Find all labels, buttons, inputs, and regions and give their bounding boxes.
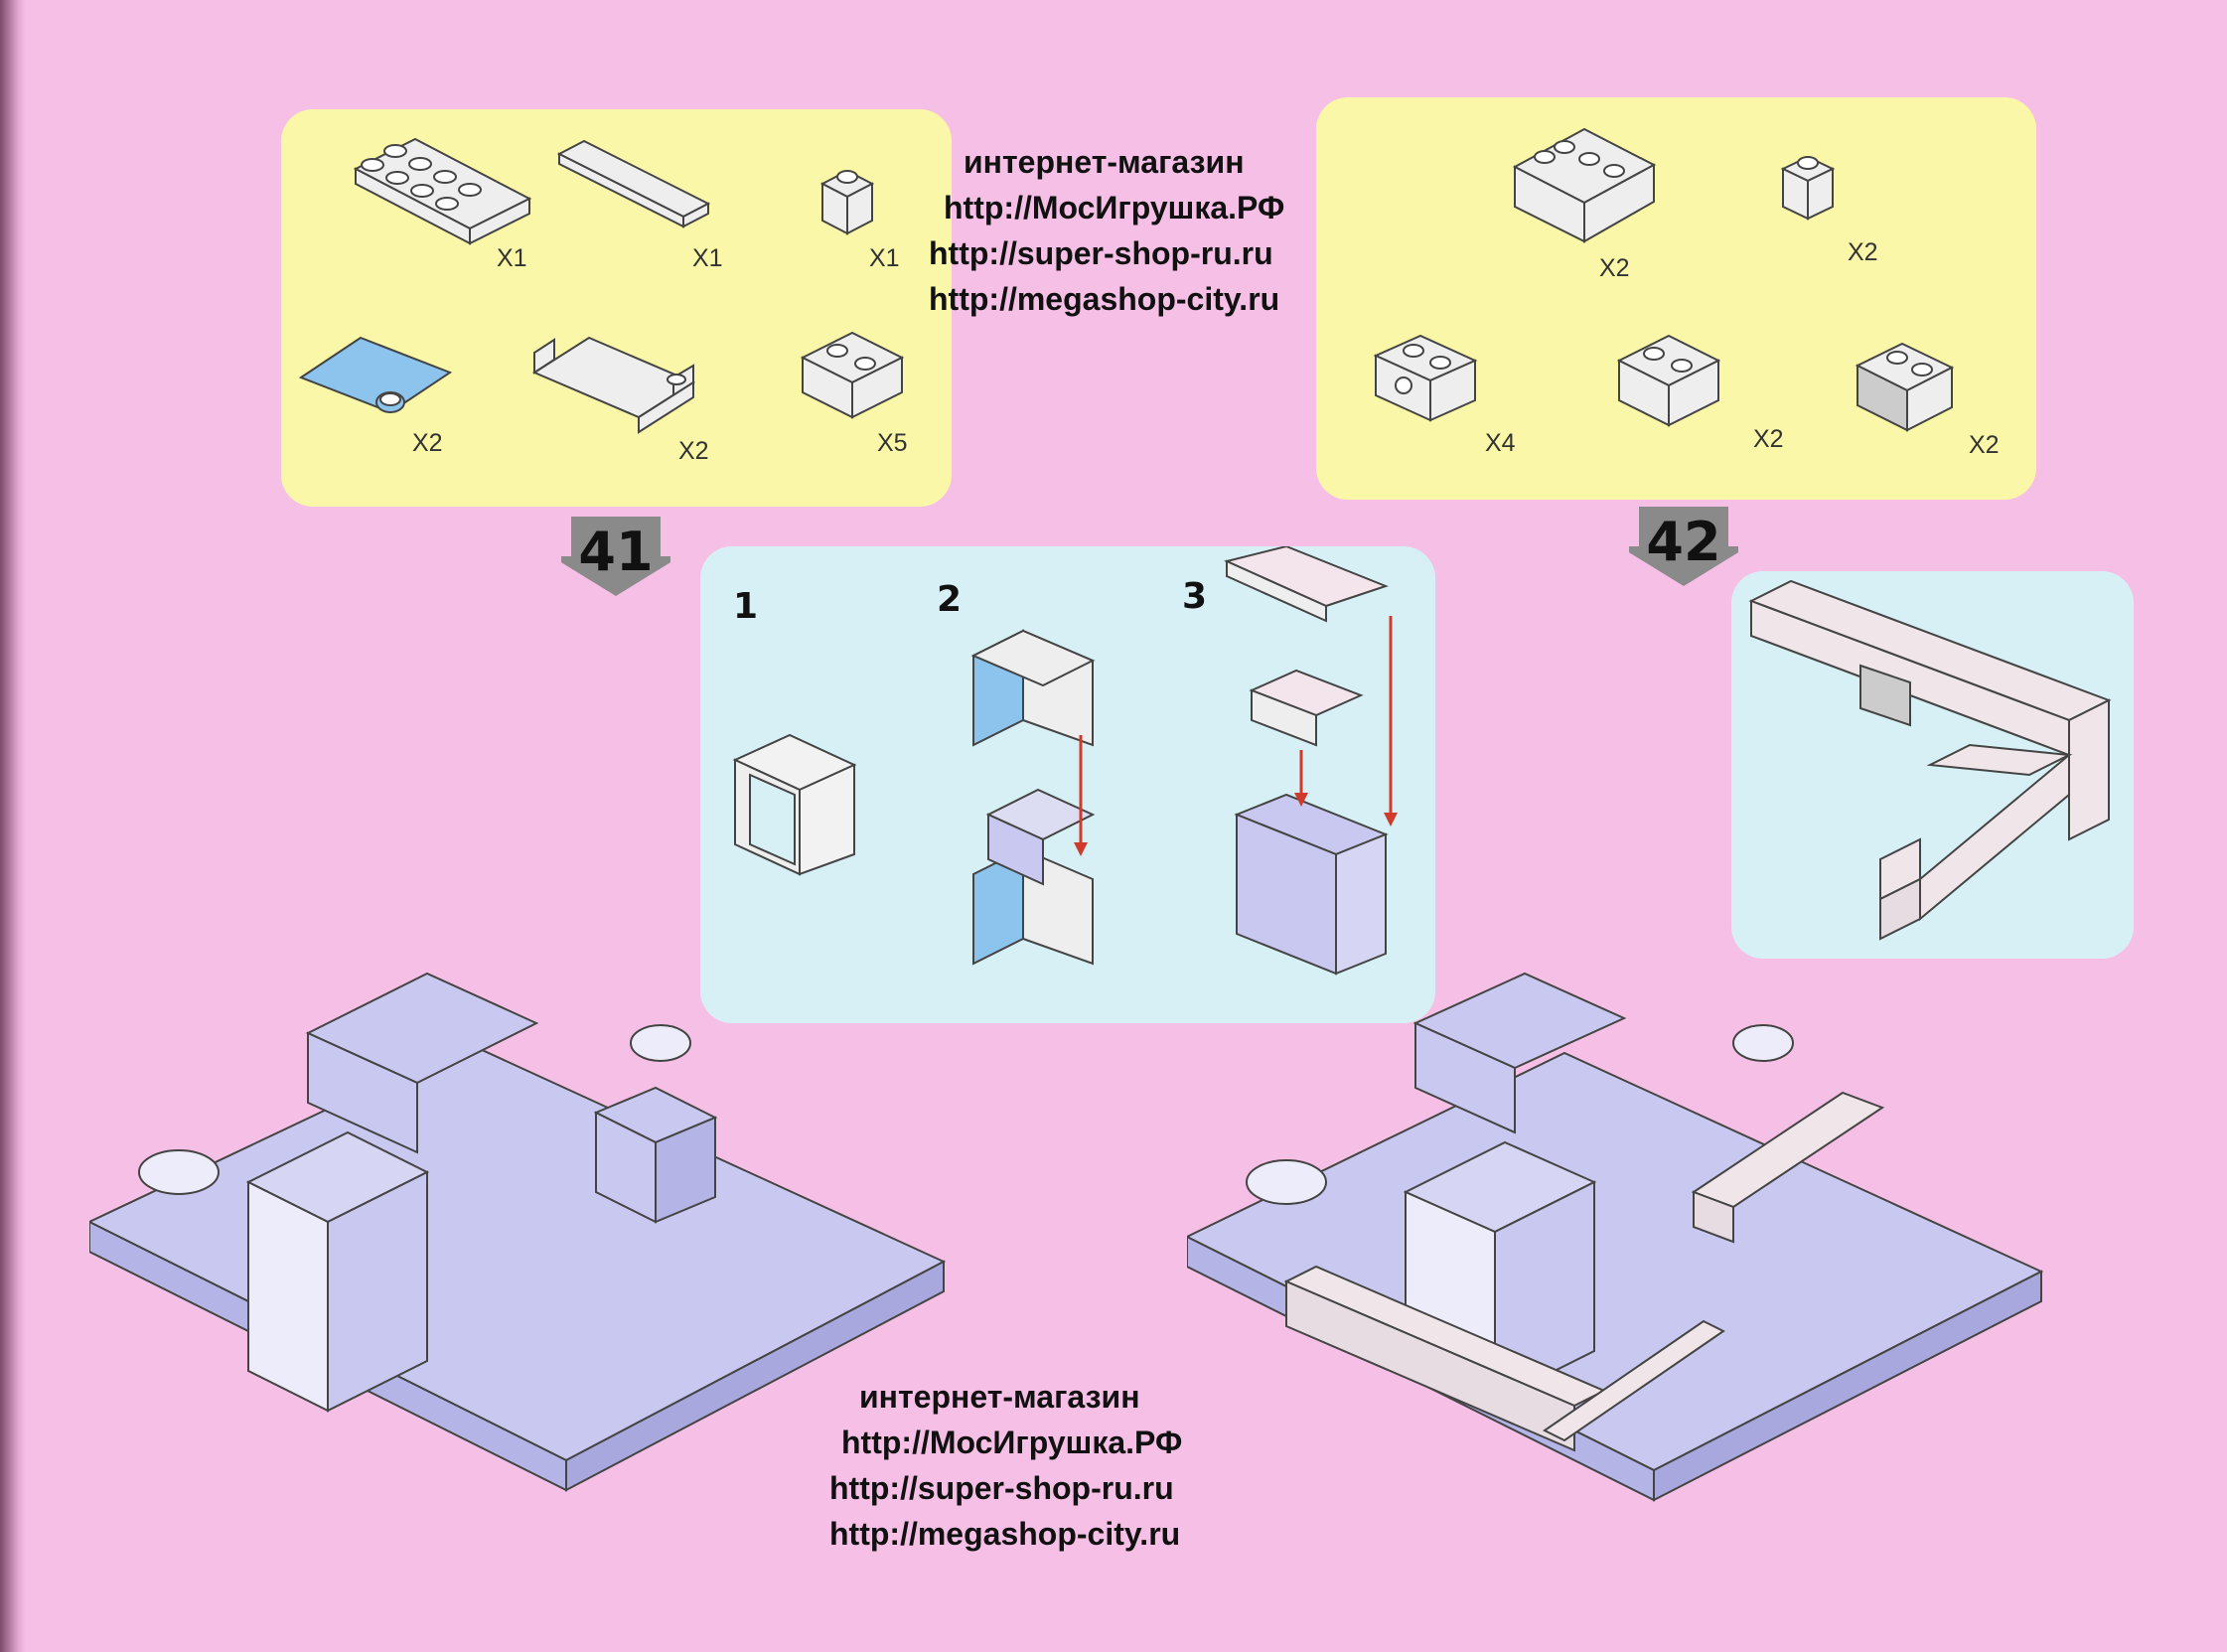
part-qty: X2 — [412, 429, 443, 457]
step42-parts-panel — [1316, 97, 2036, 500]
step41-parts-art — [298, 137, 905, 434]
part-qty: X1 — [497, 244, 527, 272]
watermark-line: интернет-магазин — [964, 144, 1245, 180]
substep-2-label: 2 — [937, 579, 963, 620]
substep-1-label: 1 — [733, 586, 759, 627]
window-frame-icon — [531, 336, 696, 434]
step41-scene — [89, 972, 947, 1492]
door-assembly-icon — [970, 629, 1096, 966]
brick-1x1-icon — [819, 169, 875, 235]
watermark-bottom: интернет-магазин http://МосИгрушка.РФ ht… — [829, 1374, 1182, 1557]
part-qty: X2 — [1848, 238, 1878, 266]
watermark-line: http://megashop-city.ru — [829, 1516, 1181, 1552]
watermark-line: http://МосИгрушка.РФ — [944, 190, 1285, 225]
watermark-line: интернет-магазин — [859, 1379, 1140, 1415]
blue-door-icon — [298, 336, 453, 414]
grille-brick-icon — [1855, 342, 1955, 432]
corner-brick-icon — [1616, 334, 1721, 427]
part-qty: X4 — [1485, 429, 1516, 457]
brick-1x4-icon — [1512, 127, 1657, 243]
book-spine — [0, 0, 26, 1652]
plate-2x4-icon — [353, 137, 532, 245]
substep-3-label: 3 — [1182, 576, 1208, 617]
watermark-line: http://megashop-city.ru — [929, 281, 1280, 317]
step42-number-badge: 42 — [1629, 507, 1738, 586]
wall-strip-icon — [1748, 579, 2112, 941]
brick-1x2-icon — [800, 331, 905, 419]
step41-number: 41 — [578, 521, 654, 583]
down-arrow-icon — [561, 517, 670, 596]
window-frame-icon — [732, 733, 857, 876]
watermark-line: http://super-shop-ru.ru — [829, 1470, 1174, 1506]
step42-detail-art — [1748, 579, 2112, 941]
part-qty: X2 — [678, 437, 709, 465]
step42-parts-art — [1373, 127, 1955, 432]
step42-scene — [1187, 972, 2044, 1502]
part-qty: X1 — [869, 244, 900, 272]
part-qty: X1 — [692, 244, 723, 272]
part-qty: X5 — [877, 429, 908, 457]
step41-substeps-art — [732, 546, 1398, 976]
watermark-line: http://super-shop-ru.ru — [929, 235, 1273, 271]
down-arrow-icon — [1629, 507, 1738, 586]
watermark-top: интернет-магазин http://МосИгрушка.РФ ht… — [929, 139, 1284, 322]
tile-1x6-icon — [556, 139, 711, 228]
part-qty: X2 — [1599, 254, 1630, 282]
watermark-line: http://МосИгрушка.РФ — [841, 1425, 1183, 1460]
step41-number-badge: 41 — [561, 517, 670, 596]
brick-1x1-icon — [1780, 155, 1836, 221]
technic-brick-icon — [1373, 334, 1478, 422]
cabinet-assembly-icon — [1223, 546, 1398, 976]
part-qty: X2 — [1969, 431, 2000, 459]
step42-number: 42 — [1646, 511, 1721, 573]
part-qty: X2 — [1753, 425, 1784, 453]
